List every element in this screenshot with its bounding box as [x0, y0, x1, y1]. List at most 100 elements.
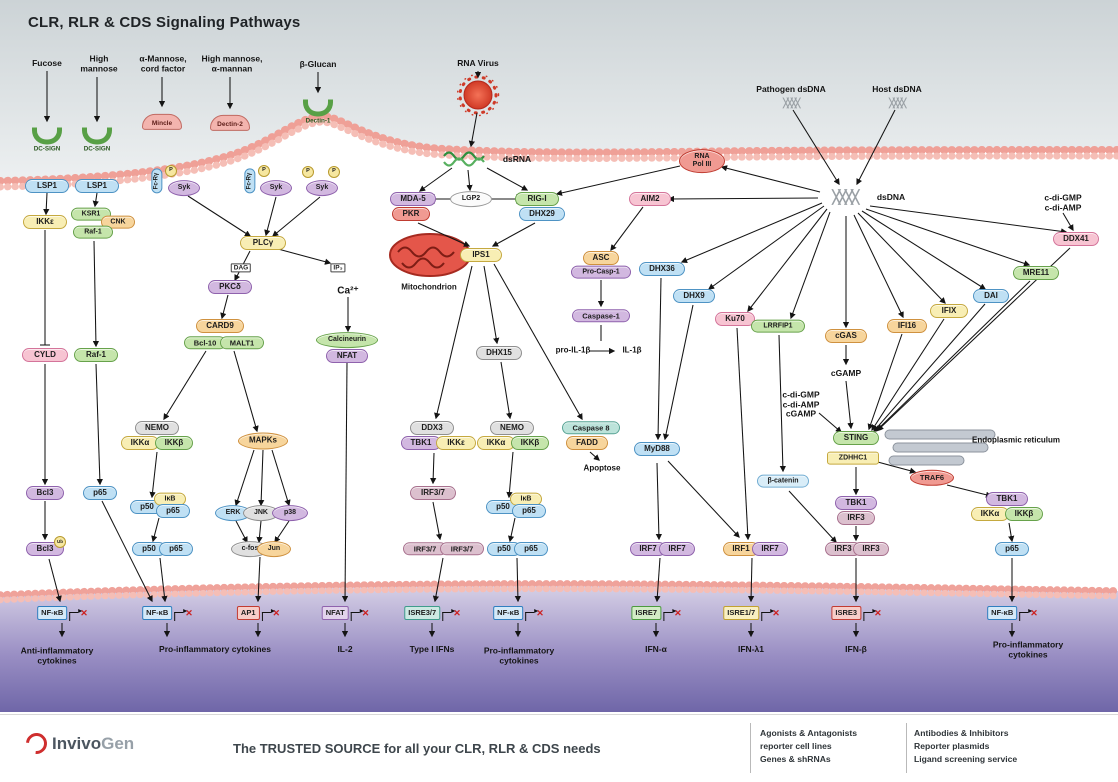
edge-arrow — [555, 165, 681, 196]
edge-arrow — [486, 167, 529, 191]
node-bcl10: Bcl-10 — [184, 336, 226, 350]
node-rna-pol-iii: RNA Pol III — [679, 149, 725, 173]
node-ikka-3: IKKα — [971, 507, 1009, 521]
node-cdi-mid-label: c-di-GMP c-di-AMP cGAMP — [782, 389, 820, 419]
edge-arrow — [1008, 522, 1015, 543]
edge-arrow — [655, 462, 663, 541]
node-gene-nfat: NFAT✕ — [321, 605, 369, 621]
node-dectin-2: Dectin-2 — [210, 114, 250, 132]
logo-text: InvivoGen — [52, 734, 134, 754]
node-fcrg-2: Fc-Rγ — [244, 168, 256, 194]
node-irf3-1: IRF3 — [837, 511, 875, 525]
edge-arrow — [507, 517, 516, 543]
edge-arrow — [845, 380, 854, 430]
edge-arrow — [466, 169, 473, 192]
edge-arrow — [662, 304, 694, 441]
node-fcrg-1: Fc-Rγ — [151, 168, 163, 194]
node-ksr1: KSR1 — [71, 207, 111, 221]
node-out-pro-inflammatory-1: Pro-inflammatory cytokines — [159, 644, 271, 655]
transcription-arrow-icon — [174, 608, 188, 621]
node-cgamp-label: cGAMP — [830, 368, 862, 379]
edge-arrow — [610, 206, 644, 252]
edge-arrow — [856, 109, 896, 186]
node-gene-isre3: ISRE3✕ — [831, 605, 882, 621]
edge-arrow — [778, 334, 787, 473]
edge-arrow — [483, 265, 500, 345]
edge-arrow — [220, 294, 229, 320]
node-gene-ap1: AP1✕ — [236, 605, 280, 621]
node-ca-label: Ca²⁺ — [337, 285, 359, 297]
node-ip3-box: IP₃ — [330, 263, 346, 273]
node-jun: Jun — [257, 541, 291, 557]
node-mapks: MAPKs — [238, 432, 288, 450]
edge-arrow — [493, 263, 583, 421]
edge-arrow — [853, 214, 904, 319]
logo-text-gen: Gen — [101, 733, 135, 753]
node-dhx29: DHX29 — [519, 207, 565, 221]
edge-arrow — [432, 557, 444, 603]
transcription-arrow-icon — [69, 608, 83, 621]
node-syk-2: Syk — [260, 180, 292, 196]
blocked-dna-icon: ✕ — [453, 607, 460, 618]
edge-arrow — [792, 109, 840, 186]
node-dag-box: DAG — [230, 263, 252, 273]
node-traf6: TRAF6 — [910, 469, 954, 487]
node-asc: ASC — [583, 251, 619, 265]
edge-arrow — [788, 490, 837, 543]
blocked-dna-icon: ✕ — [361, 607, 369, 618]
node-rigi: RIG-I — [515, 192, 559, 206]
edge-arrow — [589, 451, 600, 461]
node-ikke-2: IKKε — [436, 436, 476, 450]
node-out-pro-inflammatory-3: Pro-inflammatory cytokines — [992, 639, 1064, 659]
node-irf37-1: IRF3/7 — [410, 486, 456, 500]
node-host-dsdna-helix: ╳╳╳╳ — [889, 97, 906, 108]
blocked-dna-icon: ✕ — [536, 607, 543, 618]
receptor-cup-icon — [82, 127, 112, 145]
blocked-dna-icon: ✕ — [272, 607, 280, 618]
node-syk-3: Syk — [306, 180, 338, 196]
node-tbk1-3: TBK1 — [986, 492, 1028, 506]
node-ips1: IPS1 — [460, 248, 502, 262]
node-dsdna-helix: ╳╳╳╳ — [832, 189, 859, 205]
nuclear-membrane — [0, 580, 1118, 604]
node-host-dsdna-label: Host dsDNA — [872, 84, 922, 95]
node-nemo-2: NEMO — [490, 421, 534, 435]
edge-arrow — [667, 460, 740, 538]
edge-arrow — [277, 248, 332, 265]
node-dsdna-label: dsDNA — [876, 192, 906, 203]
node-lgp2: LGP2 — [450, 191, 492, 207]
edge-arrow — [867, 333, 903, 431]
node-irf7-2: IRF7 — [659, 542, 695, 556]
transcription-arrow-icon — [525, 608, 539, 621]
edge-arrow — [468, 112, 478, 148]
node-ikkb-2: IKKβ — [511, 436, 549, 450]
edge-arrow — [818, 412, 842, 433]
edge-arrow — [418, 167, 453, 192]
edge-arrow — [491, 222, 536, 247]
node-pathogen-dsdna-helix: ╳╳╳╳ — [783, 97, 800, 108]
service-item: reporter cell lines — [760, 740, 832, 751]
node-calcineurin: Calcineurin — [316, 332, 378, 348]
edge-arrow — [149, 451, 158, 499]
edge-arrow — [256, 520, 263, 544]
edge-arrow — [234, 449, 255, 507]
blocked-dna-icon: ✕ — [1030, 607, 1037, 618]
node-mda5: MDA-5 — [390, 192, 436, 206]
edge-arrow — [430, 452, 437, 485]
node-irf7-3: IRF7 — [752, 542, 788, 556]
edge-arrow — [417, 222, 471, 247]
node-raf1-2: Raf-1 — [74, 348, 118, 362]
node-high-mannose-label: High mannose — [80, 53, 118, 73]
node-dai: DAI — [973, 289, 1009, 303]
node-ub-badge: Ub — [54, 536, 66, 548]
node-pro-il1b-label: pro-IL-1β — [555, 345, 591, 355]
node-gene-nfkb-4: NF-κB✕ — [987, 605, 1038, 621]
edge-arrow — [707, 205, 825, 290]
poster-title: CLR, RLR & CDS Signaling Pathways — [28, 14, 301, 31]
edge-arrow — [341, 362, 349, 603]
node-syk-1: Syk — [168, 180, 200, 196]
footer-services-col1: Agonists & Antagonists reporter cell lin… — [760, 727, 857, 766]
node-beta-catenin: β-catenin — [757, 474, 809, 488]
transcription-arrow-icon — [261, 608, 275, 621]
node-mitochondrion-label: Mitochondrion — [401, 282, 457, 292]
